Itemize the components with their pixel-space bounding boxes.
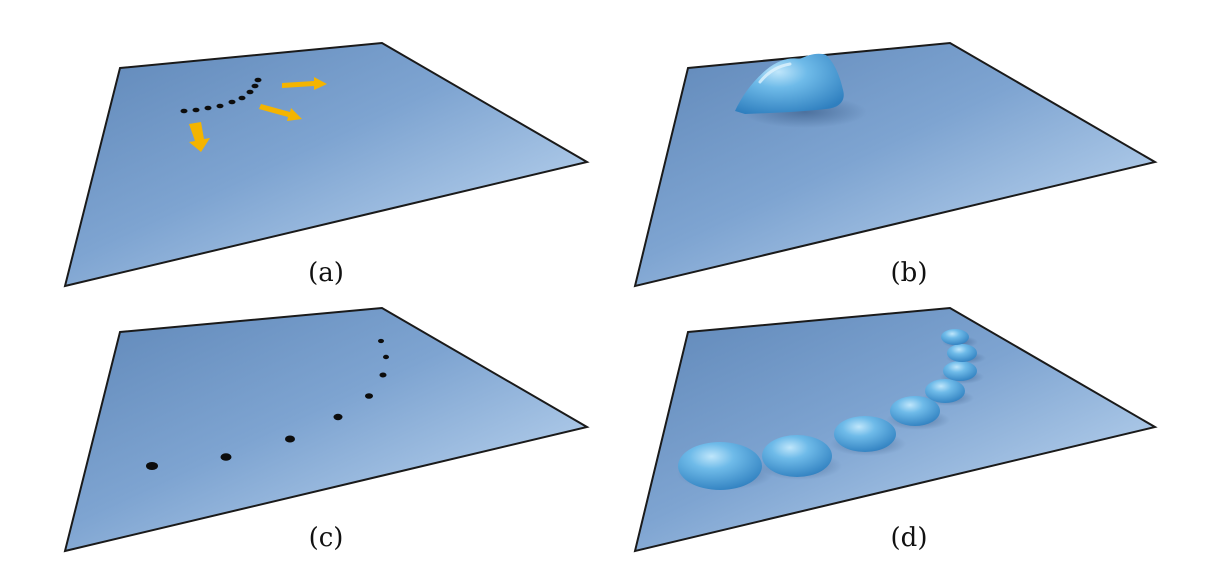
arrow-right-icon: [282, 77, 327, 90]
surface-plane: [63, 306, 590, 553]
droplet: [735, 53, 844, 114]
arrow-down-right-icon: [259, 104, 302, 121]
droplet-highlight: [758, 62, 792, 84]
surface-plane: [63, 41, 590, 288]
panel-c: [63, 306, 590, 553]
panel-a: [63, 41, 590, 288]
droplet: [947, 344, 977, 362]
caption-a: (a): [308, 258, 344, 288]
droplet: [678, 442, 762, 490]
caption-d: (d): [890, 523, 928, 553]
dot-curve: [146, 338, 389, 470]
droplet: [925, 379, 965, 403]
dot-row: [180, 77, 262, 114]
panel-d: [633, 306, 1158, 553]
droplet-chain: [677, 329, 986, 490]
droplet: [834, 416, 896, 452]
caption-c: (c): [308, 523, 344, 553]
arrow-down-icon: [189, 122, 210, 152]
droplet: [941, 329, 969, 345]
surface-plane: [633, 41, 1158, 288]
caption-b: (b): [890, 258, 928, 288]
panel-b: [633, 41, 1158, 288]
droplet: [943, 361, 977, 381]
arrow-icons: [189, 77, 327, 152]
droplet: [762, 435, 832, 477]
droplet: [890, 396, 940, 426]
